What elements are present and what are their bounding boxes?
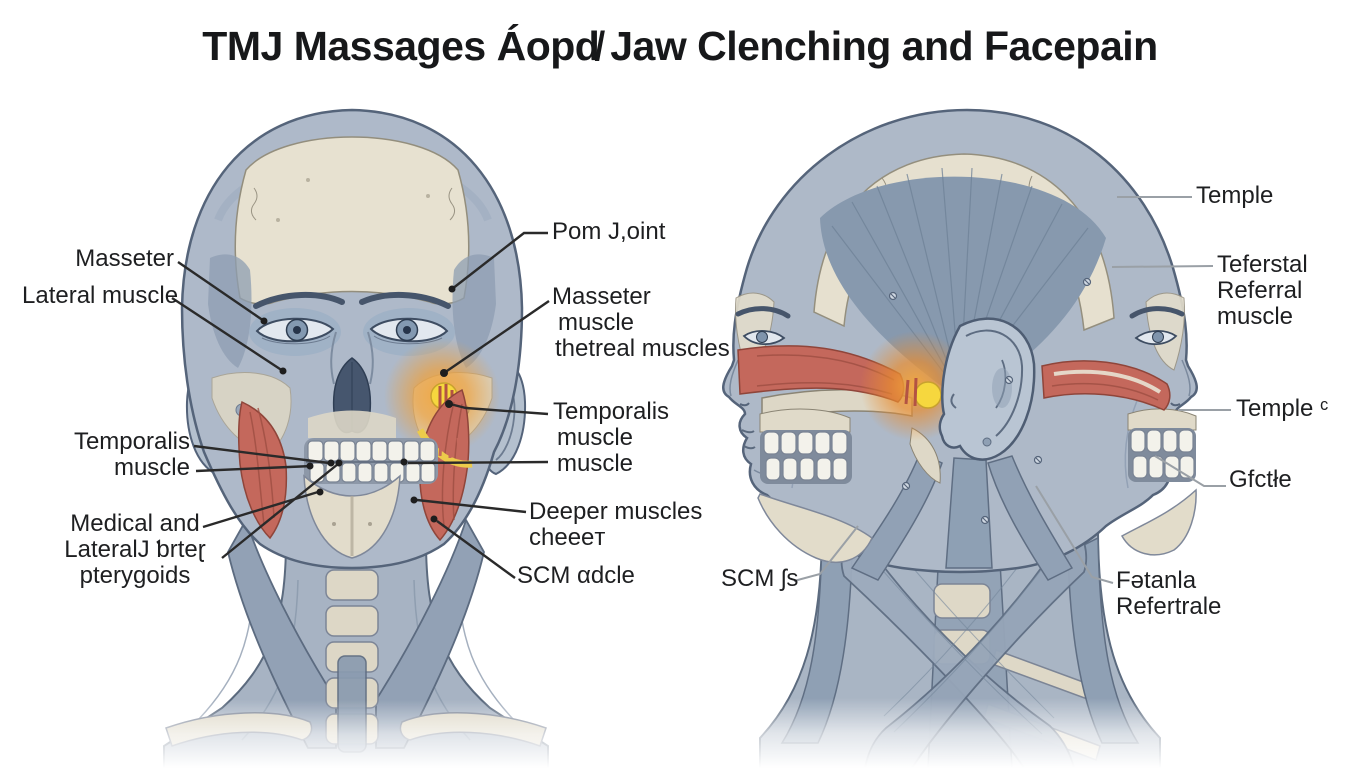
label-scm-side: SCM ʃs (721, 565, 799, 592)
label-tmj-joint: Pom J,oint (552, 218, 666, 245)
label-teferstal: Teferstal Referral muscle (1217, 251, 1308, 330)
page-title: TMJ Massages Áopd̸ Jaw Clenching and Fac… (202, 23, 1158, 69)
side-left-profile-features (729, 306, 796, 489)
label-temple-mid: Temple ᶜ (1236, 395, 1329, 422)
label-fatanla: Fətanla Refertrale (1116, 567, 1222, 620)
front-leader-lines (171, 231, 550, 579)
label-temple-top: Temple (1196, 182, 1274, 209)
label-masseter-center: Masseter muscle thetreal muscles (552, 283, 730, 362)
side-head-illustration (702, 108, 1218, 768)
side-right-jaw (1120, 408, 1197, 556)
label-scm-center: SCM αdcle (517, 562, 635, 589)
front-head-illustration (158, 108, 554, 768)
front-mandible (303, 474, 401, 559)
label-gfctls: Gfctłe (1229, 466, 1292, 493)
side-leader-lines (793, 196, 1231, 584)
label-deeper-muscles: Deeper muscles cheeeт (529, 498, 703, 551)
side-screw-markers (888, 277, 1092, 525)
label-pterygoids: Medical and LateralJ ƅrteɽ pterygoids (64, 510, 206, 589)
label-lateral-muscle: Lateral muscle (22, 282, 179, 309)
label-masseter-left: Masseter (75, 245, 174, 272)
front-teeth (304, 410, 438, 484)
front-tmj-glow (384, 338, 500, 454)
label-temporalis-center: Temporalis muscle muscle (553, 398, 670, 477)
front-eyebrows (253, 292, 451, 309)
side-tmj-glow (860, 331, 970, 441)
leader-dots (260, 285, 456, 523)
front-zygomatic-arch-highlight (416, 428, 473, 468)
label-temporalis-left: Temporalis muscle (73, 428, 190, 481)
